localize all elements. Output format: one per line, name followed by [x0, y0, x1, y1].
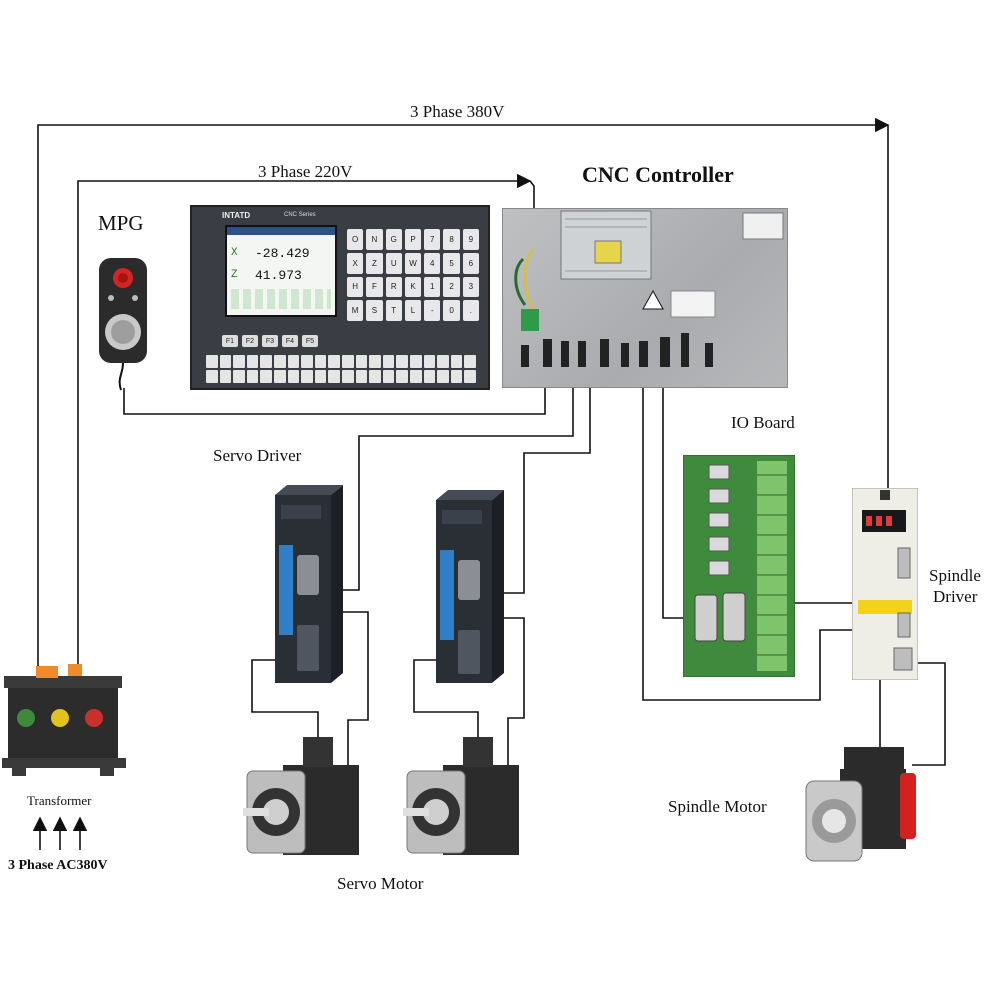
panel-function-keys: F1 F2 F3 F4 F5	[222, 335, 318, 347]
panel-key-strip	[206, 355, 476, 383]
label-3-phase-380v: 3 Phase 380V	[410, 102, 505, 121]
label-spindle-driver-1: Spindle	[929, 566, 981, 585]
panel-key: U	[385, 252, 402, 274]
panel-series: CNC Series	[284, 212, 316, 218]
warning-icon	[642, 289, 664, 310]
panel-key: L	[404, 300, 422, 321]
panel-key: O	[347, 229, 364, 250]
label-spindle-motor: Spindle Motor	[668, 797, 767, 816]
spindle-motor	[800, 745, 920, 870]
spindle-driver	[851, 487, 919, 685]
panel-function-key: F4	[282, 335, 298, 347]
io-db-connector-1	[694, 594, 718, 642]
io-db-connector-2	[722, 592, 746, 642]
panel-key: R	[385, 276, 402, 298]
panel-key: M	[347, 300, 364, 321]
panel-key: 8	[443, 229, 460, 250]
servo-driver-1-stripe	[279, 545, 293, 635]
label-transformer: Transformer	[27, 793, 92, 808]
panel-function-key: F3	[262, 335, 278, 347]
mpg-handwheel	[97, 256, 149, 391]
panel-key: T	[385, 300, 402, 321]
label-input-power: 3 Phase AC380V	[8, 858, 108, 873]
panel-key: 3	[462, 276, 479, 298]
servo-driver-2-stripe	[440, 550, 454, 640]
panel-key: -	[424, 300, 441, 321]
panel-key: W	[404, 252, 422, 274]
servo-driver-2	[436, 490, 504, 690]
transformer	[2, 660, 126, 785]
panel-key: 4	[424, 252, 441, 274]
panel-key: P	[404, 229, 422, 250]
power-supply	[594, 240, 622, 264]
spindle-driver-display	[862, 510, 906, 532]
label-cnc-controller: CNC Controller	[582, 162, 734, 187]
label-3-phase-220v: 3 Phase 220V	[258, 162, 353, 181]
label-io-board: IO Board	[731, 413, 795, 432]
panel-function-key: F2	[242, 335, 258, 347]
panel-key: 9	[462, 229, 479, 250]
panel-key: 5	[443, 252, 460, 274]
label-servo-driver: Servo Driver	[213, 446, 302, 465]
servo-motor-1	[243, 735, 373, 870]
axis-x-value: -28.429	[255, 246, 310, 261]
panel-key: 6	[462, 252, 479, 274]
panel-key: H	[347, 276, 364, 298]
spindle-motor-fan	[900, 773, 916, 839]
panel-key: 1	[424, 276, 441, 298]
panel-key: F	[366, 276, 383, 298]
panel-key: K	[404, 276, 422, 298]
panel-key: Z	[366, 252, 383, 274]
label-mpg: MPG	[98, 211, 144, 235]
panel-key: N	[366, 229, 383, 250]
axis-z-value: 41.973	[255, 268, 302, 283]
servo-driver-1	[275, 485, 343, 690]
panel-key: 2	[443, 276, 460, 298]
cnc-controller-cabinet	[502, 208, 788, 388]
axis-z-label: Z	[231, 269, 238, 281]
panel-key: .	[462, 300, 479, 321]
io-board	[682, 454, 796, 682]
panel-key: 7	[424, 229, 441, 250]
panel-key: G	[385, 229, 402, 250]
panel-screen: X -28.429 Z 41.973	[225, 225, 337, 317]
servo-motor-2	[403, 735, 533, 870]
panel-function-key: F1	[222, 335, 238, 347]
axis-x-label: X	[231, 247, 238, 259]
panel-key: X	[347, 252, 364, 274]
panel-function-key: F5	[302, 335, 318, 347]
label-servo-motor: Servo Motor	[337, 874, 424, 893]
terminal-block	[521, 309, 539, 331]
panel-key: S	[366, 300, 383, 321]
panel-brand: INTATD	[222, 211, 251, 220]
panel-key: 0	[443, 300, 460, 321]
label-spindle-driver-2: Driver	[933, 587, 978, 606]
